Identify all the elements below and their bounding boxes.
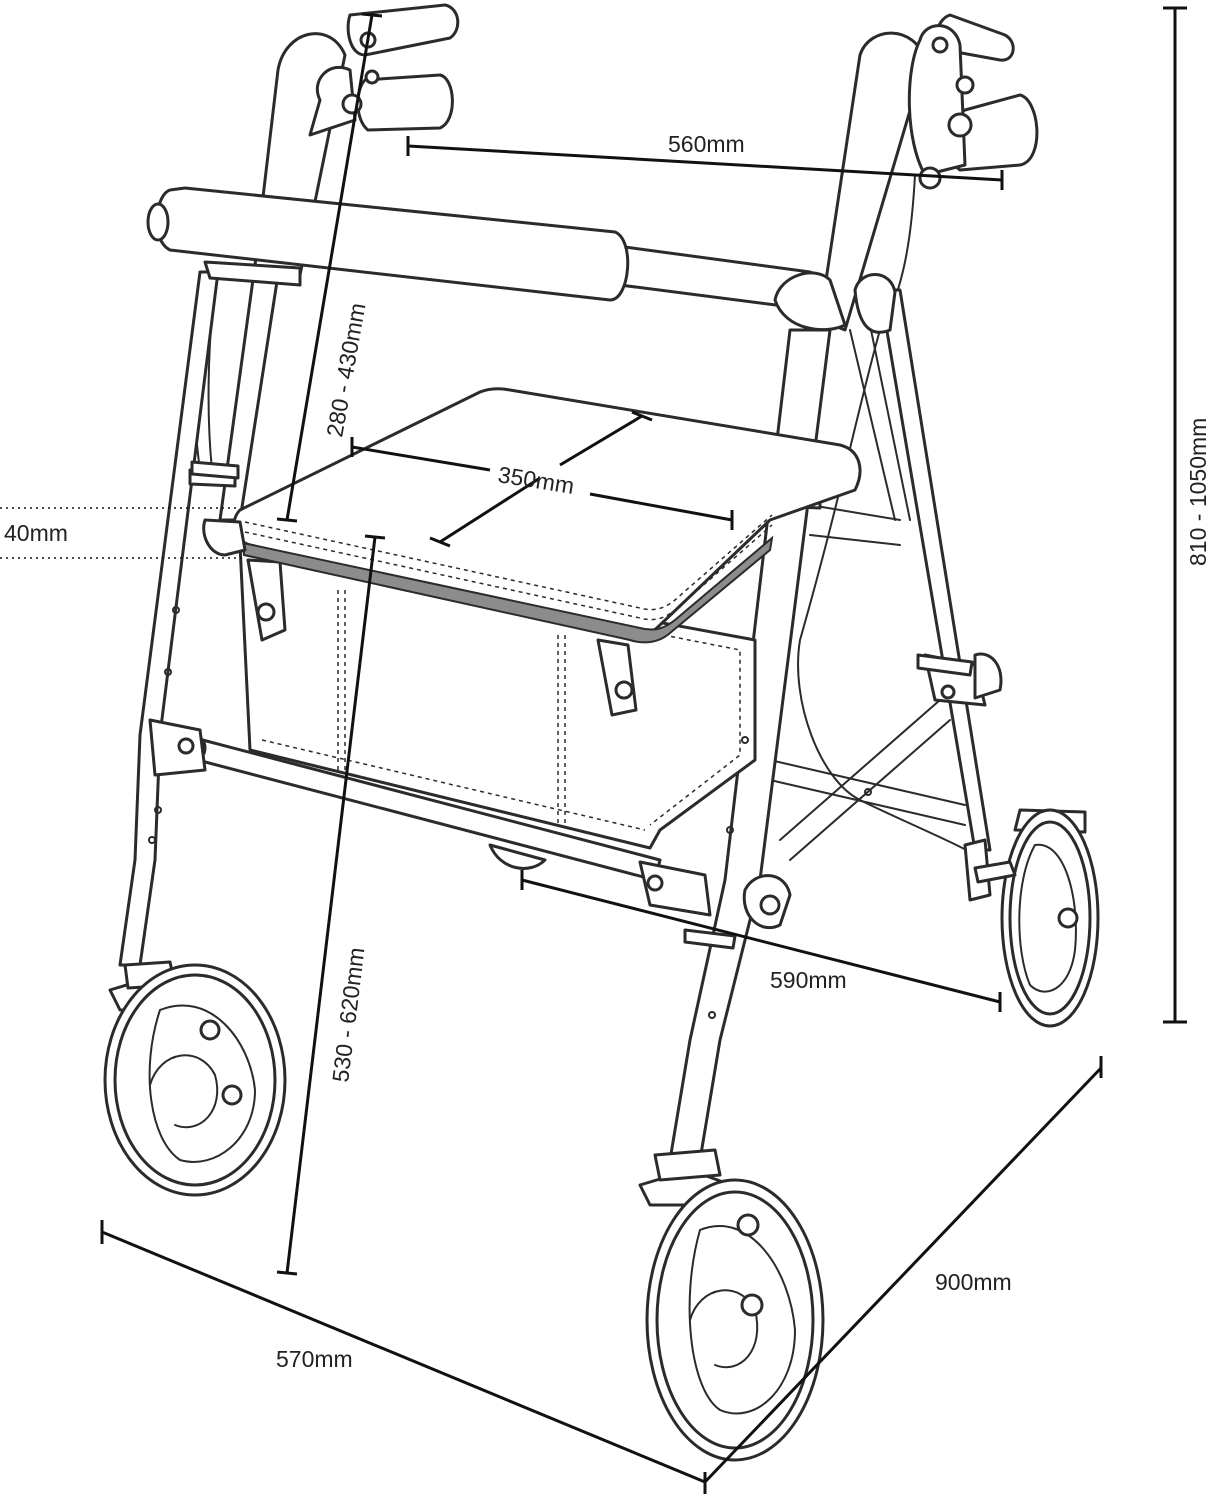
left-leg [118, 270, 220, 967]
dimension-lines [0, 6, 1187, 1494]
front-left-wheel [103, 960, 287, 1197]
backrest [146, 186, 897, 334]
handle-to-seat-label: 280 - 430mm [321, 301, 370, 439]
seat-depth-dimension [429, 410, 653, 548]
rear-width-label: 590mm [770, 967, 847, 993]
overall-height-dimension [1163, 6, 1187, 1024]
front-crossbar [148, 718, 792, 929]
handle-width-label: 560mm [668, 131, 745, 157]
seat-thickness-label: 40mm [4, 520, 68, 546]
right-handle [907, 13, 1039, 190]
rear-wheel [973, 808, 1100, 1028]
overall-height-label: 810 - 1050mm [1185, 418, 1210, 566]
seat-width-dimension [350, 437, 734, 530]
overall-depth-label: 900mm [935, 1269, 1012, 1295]
right-upper-tube [818, 31, 927, 332]
seat-thickness-dimension [0, 507, 245, 559]
handle-width-dimension [406, 136, 1004, 190]
front-right-wheel [638, 1148, 825, 1462]
rear-width-dimension [520, 870, 1002, 1012]
seat [232, 387, 862, 644]
overall-width-dimension [100, 1220, 706, 1484]
overall-depth-dimension [703, 1056, 1103, 1494]
left-handle [308, 3, 460, 137]
seat-height-label: 530 - 620mm [327, 946, 369, 1084]
overall-width-label: 570mm [276, 1346, 353, 1372]
rivets [148, 606, 872, 1019]
height-dimension-line [276, 12, 386, 1276]
rollator-walker [103, 3, 1100, 1462]
